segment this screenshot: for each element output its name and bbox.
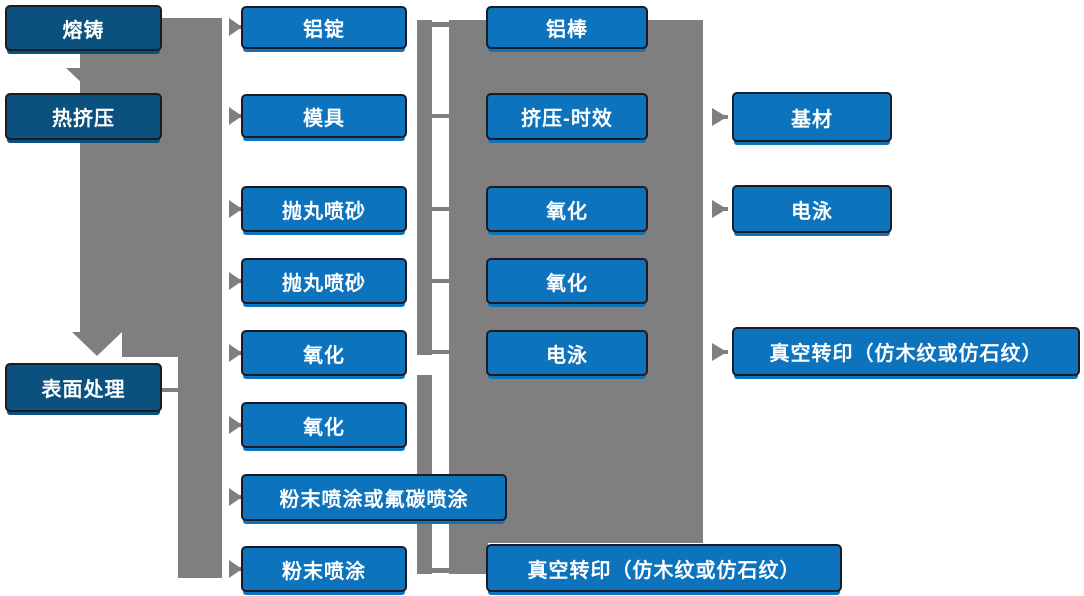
connector-tick: [432, 568, 449, 573]
arrow-right-icon: [229, 488, 243, 506]
node-aluminum-rod: 铝棒: [486, 6, 648, 49]
connector-mid-rail-upper: [417, 20, 432, 355]
connector-tick: [432, 207, 449, 211]
arrow-right-icon: [229, 272, 243, 290]
node-powder-or-fluorocarbon-spray: 粉末喷涂或氟碳喷涂: [241, 474, 507, 521]
arrow-right-icon: [229, 560, 243, 578]
node-oxidation-2: 氧化: [241, 402, 407, 448]
arrow-right-icon: [229, 18, 243, 36]
arrow-down-icon: [72, 332, 122, 356]
connector-panel-sliver: [449, 543, 488, 574]
node-aluminum-ingot: 铝锭: [241, 6, 407, 49]
arrow-right-icon: [229, 416, 243, 434]
node-extrusion-aging: 挤压-时效: [486, 93, 648, 140]
node-vacuum-transfer-right: 真空转印（仿木纹或仿石纹）: [732, 327, 1080, 376]
node-shot-blasting-1: 抛丸喷砂: [241, 186, 407, 232]
arrow-right-icon: [712, 108, 728, 126]
connector-tick: [432, 114, 449, 118]
arrow-right-icon: [229, 107, 243, 125]
connector-tick: [432, 350, 449, 354]
connector-trunk-main: [80, 18, 222, 332]
arrow-right-icon: [712, 200, 728, 218]
node-melting: 熔铸: [5, 5, 162, 51]
arrow-right-icon: [229, 200, 243, 218]
arrow-right-icon: [229, 344, 243, 362]
node-oxidation-4: 氧化: [486, 258, 648, 304]
arrow-right-icon: [712, 343, 728, 361]
connector-trunk-lower: [178, 357, 222, 578]
connector-trunk-foot: [122, 332, 222, 357]
connector-tick: [432, 22, 449, 27]
node-mold: 模具: [241, 94, 407, 138]
node-base-material: 基材: [732, 92, 892, 142]
node-oxidation-1: 氧化: [241, 330, 407, 376]
connector-tick: [432, 279, 449, 283]
node-electrophoresis-2: 电泳: [732, 185, 892, 233]
node-vacuum-transfer-bottom: 真空转印（仿木纹或仿石纹）: [486, 544, 842, 592]
node-hot-extrusion: 热挤压: [5, 93, 162, 140]
node-powder-spray: 粉末喷涂: [241, 546, 407, 592]
connector-surface-treatment: [162, 388, 178, 392]
arrow-down-icon: [66, 68, 104, 86]
node-electrophoresis-1: 电泳: [486, 330, 648, 376]
node-oxidation-3: 氧化: [486, 186, 648, 232]
node-shot-blasting-2: 抛丸喷砂: [241, 258, 407, 304]
node-surface-treatment: 表面处理: [5, 363, 162, 412]
